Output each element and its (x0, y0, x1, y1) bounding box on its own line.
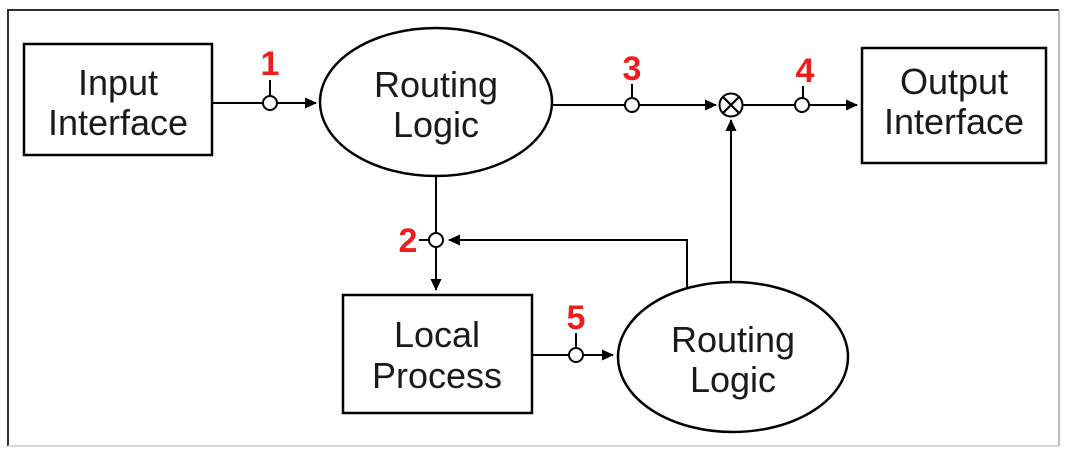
point-3-circle (624, 97, 640, 113)
input-interface-box (22, 42, 214, 157)
point-2-circle (428, 232, 444, 248)
routing-logic-bottom-ellipse (616, 280, 850, 434)
point-2-number: 2 (399, 222, 418, 260)
point-1-number: 1 (261, 45, 280, 83)
edge-feedback-bottom-routing-to-point2 (448, 234, 688, 288)
routing-logic-bottom-label-line2: Logic (690, 359, 776, 400)
point-1-circle (262, 95, 278, 111)
local-process-box (341, 293, 534, 415)
output-interface-label-line2: Interface (884, 101, 1024, 142)
connection-point-2: 2 (399, 222, 444, 260)
point-4-number: 4 (796, 52, 815, 90)
routing-logic-top-ellipse (318, 26, 554, 178)
node-routing-logic-bottom: Routing Logic (616, 280, 850, 434)
node-routing-logic-top: Routing Logic (318, 26, 554, 178)
routing-logic-bottom-label-line1: Routing (671, 319, 795, 360)
circled-times-junction-icon (718, 92, 744, 118)
routing-logic-top-label-line1: Routing (374, 64, 498, 105)
node-output-interface: Output Interface (860, 46, 1048, 165)
point-3-number: 3 (623, 50, 642, 88)
input-interface-label-line1: Input (78, 62, 158, 103)
input-interface-label-line2: Interface (48, 102, 188, 143)
point-5-circle (568, 347, 584, 363)
point-5-number: 5 (567, 299, 586, 337)
local-process-label-line1: Local (394, 314, 480, 355)
output-interface-label-line1: Output (900, 61, 1008, 102)
point-4-circle (794, 97, 810, 113)
frame-border-top-left (7, 9, 1059, 446)
local-process-label-line2: Process (372, 355, 502, 396)
node-local-process: Local Process (341, 293, 534, 415)
output-interface-box (860, 46, 1048, 165)
connection-point-4: 4 (794, 52, 815, 113)
connection-point-5: 5 (567, 299, 586, 363)
routing-logic-top-label-line2: Logic (393, 104, 479, 145)
connection-point-1: 1 (261, 45, 280, 111)
connection-point-3: 3 (623, 50, 642, 113)
junction-x-stroke-2 (722, 96, 740, 114)
node-input-interface: Input Interface (22, 42, 214, 157)
